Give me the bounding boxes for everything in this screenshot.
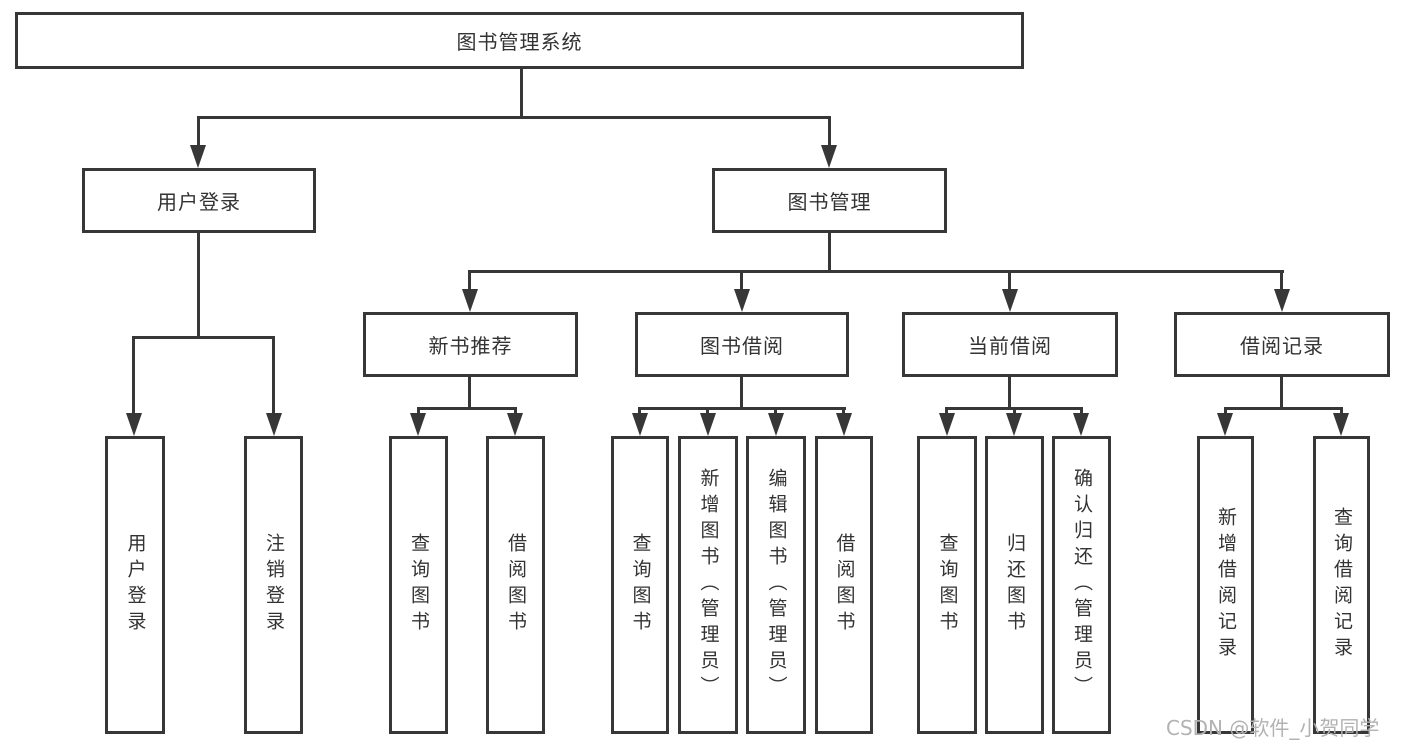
node-book-borrowing-label: 图书借阅 bbox=[700, 334, 784, 358]
connector-stem-current-borrowing bbox=[1008, 270, 1011, 291]
arrowhead-down-icon bbox=[462, 289, 478, 312]
arrowhead-down-icon bbox=[1073, 413, 1089, 436]
connector-stem-user-login bbox=[197, 116, 200, 147]
connector-groupC-trunk bbox=[1008, 377, 1011, 409]
arrowhead-down-icon bbox=[768, 413, 784, 436]
node-current-borrowing-label: 当前借阅 bbox=[968, 334, 1052, 358]
arrowhead-down-icon bbox=[1274, 289, 1290, 312]
leaf-label: 编辑图书（管理员） bbox=[765, 468, 788, 702]
connector-stem bbox=[842, 407, 845, 416]
connector-stem-leaf-logout bbox=[272, 336, 275, 415]
connector-level3-hline bbox=[468, 270, 1284, 273]
leaf-label: 新增图书（管理员） bbox=[697, 468, 720, 702]
node-current-borrowing: 当前借阅 bbox=[902, 312, 1118, 377]
node-leaf-logout: 注销登录 bbox=[244, 436, 303, 734]
csdn-watermark: CSDN @软件_小贺同学 bbox=[1166, 716, 1380, 740]
node-new-book-recommendation: 新书推荐 bbox=[363, 312, 578, 377]
leaf-label: 确认归还（管理员） bbox=[1071, 468, 1093, 702]
connector-stem bbox=[514, 407, 517, 416]
arrowhead-down-icon bbox=[507, 413, 523, 436]
leaf-label: 新增借阅记录 bbox=[1215, 507, 1237, 663]
node-leaf-query-books-current: 查询图书 bbox=[917, 436, 977, 734]
leaf-label: 注销登录 bbox=[263, 533, 285, 637]
node-leaf-query-books-borrow: 查询图书 bbox=[611, 436, 669, 734]
node-root-label: 图书管理系统 bbox=[456, 30, 583, 54]
connector-groupD-trunk bbox=[1280, 377, 1283, 409]
node-book-management: 图书管理 bbox=[712, 168, 947, 233]
connector-stem-new-book bbox=[468, 270, 471, 291]
arrowhead-down-icon bbox=[1002, 289, 1018, 312]
node-borrowing-records: 借阅记录 bbox=[1174, 312, 1390, 377]
arrowhead-down-icon bbox=[632, 413, 648, 436]
arrowhead-down-icon bbox=[836, 413, 852, 436]
node-leaf-confirm-return-admin: 确认归还（管理员） bbox=[1052, 436, 1111, 734]
connector-stem bbox=[1224, 407, 1227, 416]
arrowhead-down-icon bbox=[939, 413, 955, 436]
leaf-label: 借阅图书 bbox=[833, 533, 856, 637]
arrowhead-down-icon bbox=[700, 413, 716, 436]
connector-groupA-trunk bbox=[468, 377, 471, 409]
node-leaf-query-books-recommend: 查询图书 bbox=[389, 436, 448, 734]
connector-level2-hline bbox=[197, 116, 831, 119]
connector-stem-book-management bbox=[828, 116, 831, 147]
node-leaf-user-login: 用户登录 bbox=[105, 436, 165, 734]
arrowhead-down-icon bbox=[410, 413, 426, 436]
arrowhead-down-icon bbox=[190, 145, 206, 168]
node-leaf-query-borrow-record: 查询借阅记录 bbox=[1313, 436, 1370, 734]
leaf-label: 用户登录 bbox=[124, 533, 147, 637]
connector-book-management-trunk bbox=[828, 233, 831, 273]
connector-stem bbox=[1340, 407, 1343, 416]
leaf-label: 查询借阅记录 bbox=[1331, 507, 1353, 663]
node-root: 图书管理系统 bbox=[15, 12, 1024, 69]
node-borrowing-records-label: 借阅记录 bbox=[1240, 334, 1324, 358]
leaf-label: 借阅图书 bbox=[505, 533, 527, 637]
arrowhead-down-icon bbox=[1333, 413, 1349, 436]
node-leaf-borrow-books-borrow: 借阅图书 bbox=[815, 436, 873, 734]
connector-stem bbox=[1013, 407, 1016, 416]
arrowhead-down-icon bbox=[734, 289, 750, 312]
connector-stem bbox=[945, 407, 948, 416]
arrowhead-down-icon bbox=[1217, 413, 1233, 436]
connector-stem bbox=[706, 407, 709, 416]
connector-groupD-hline bbox=[1224, 407, 1342, 410]
arrowhead-down-icon bbox=[821, 145, 837, 168]
node-book-management-label: 图书管理 bbox=[787, 190, 872, 214]
connector-groupB-trunk bbox=[740, 377, 743, 409]
node-leaf-add-books-admin: 新增图书（管理员） bbox=[678, 436, 738, 734]
connector-stem bbox=[1080, 407, 1083, 416]
node-leaf-add-borrow-record: 新增借阅记录 bbox=[1197, 436, 1254, 734]
node-leaf-edit-books-admin: 编辑图书（管理员） bbox=[746, 436, 806, 734]
node-leaf-return-books: 归还图书 bbox=[985, 436, 1044, 734]
arrowhead-down-icon bbox=[126, 413, 142, 436]
connector-stem bbox=[774, 407, 777, 416]
node-new-book-recommendation-label: 新书推荐 bbox=[428, 334, 513, 358]
connector-groupB-hline bbox=[638, 407, 846, 410]
connector-stem bbox=[417, 407, 420, 416]
connector-stem-book-borrowing bbox=[740, 270, 743, 291]
connector-groupA-hline bbox=[417, 407, 517, 410]
arrowhead-down-icon bbox=[1006, 413, 1022, 436]
node-leaf-borrow-books-recommend: 借阅图书 bbox=[486, 436, 545, 734]
arrowhead-down-icon bbox=[266, 413, 282, 436]
node-user-login-label: 用户登录 bbox=[157, 190, 241, 214]
connector-user-login-trunk bbox=[197, 233, 200, 336]
leaf-label: 查询图书 bbox=[408, 533, 430, 637]
leaf-label: 查询图书 bbox=[936, 533, 959, 637]
leaf-label: 归还图书 bbox=[1004, 533, 1026, 637]
leaf-label: 查询图书 bbox=[629, 533, 652, 637]
connector-stem bbox=[638, 407, 641, 416]
node-user-login: 用户登录 bbox=[82, 168, 316, 233]
connector-root-trunk bbox=[520, 68, 523, 119]
connector-stem-leaf-user-login bbox=[132, 336, 135, 415]
node-book-borrowing: 图书借阅 bbox=[635, 312, 849, 377]
connector-user-login-hline bbox=[132, 336, 274, 339]
connector-stem-borrowing-records bbox=[1280, 270, 1283, 291]
